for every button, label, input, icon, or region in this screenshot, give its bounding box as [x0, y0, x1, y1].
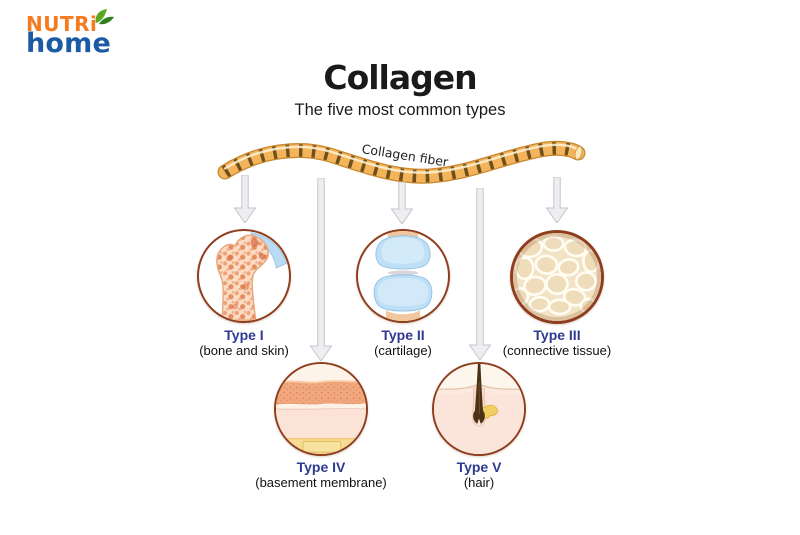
type-1-tissue: (bone and skin)	[199, 343, 289, 358]
nutrihome-logo: NUTRi home	[26, 9, 114, 59]
arrow-to-type-2	[390, 182, 414, 224]
type-3-name: Type III	[533, 327, 581, 343]
logo-text-nutri: NUTRi	[26, 12, 98, 36]
joint-cartilage-illustration	[356, 229, 450, 323]
logo-text-home: home	[26, 28, 112, 59]
type-2-tissue: (cartilage)	[374, 343, 432, 358]
hair-follicle-illustration	[432, 362, 526, 456]
type-4-name: Type IV	[296, 459, 346, 475]
arrow-to-type-3	[545, 177, 569, 223]
arrow-to-type-1	[233, 175, 257, 223]
type-5-label: Type V (hair)	[394, 459, 564, 491]
page-title: Collagen	[323, 58, 477, 97]
arrow-to-type-4	[309, 178, 333, 361]
type-5-name: Type V	[456, 459, 502, 475]
type-2-label: Type II (cartilage)	[318, 327, 488, 359]
collagen-fiber-illustration	[217, 140, 586, 184]
page-subtitle: The five most common types	[294, 101, 506, 119]
type-3-label: Type III (connective tissue)	[472, 327, 642, 359]
type-1-label: Type I (bone and skin)	[159, 327, 329, 359]
leaf-icon	[90, 7, 116, 31]
type-3-tissue: (connective tissue)	[502, 343, 612, 358]
type-4-label: Type IV (basement membrane)	[236, 459, 406, 491]
femur-bone-cross-section-illustration	[197, 229, 291, 323]
type-2-name: Type II	[381, 327, 425, 343]
basement-membrane-illustration	[274, 362, 368, 456]
arrow-to-type-5	[468, 188, 492, 360]
type-4-tissue: (basement membrane)	[255, 475, 387, 490]
connective-tissue-illustration	[510, 230, 604, 324]
type-5-tissue: (hair)	[463, 475, 495, 490]
type-1-name: Type I	[224, 327, 264, 343]
